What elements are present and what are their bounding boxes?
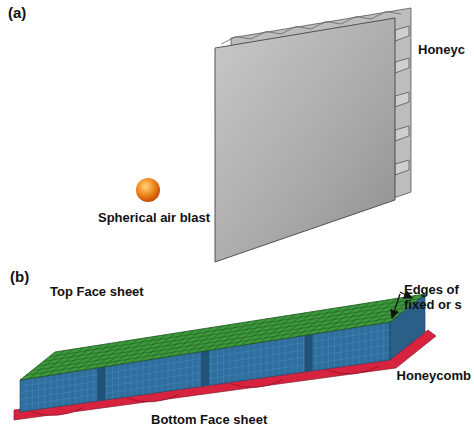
mesh-line xyxy=(334,331,335,368)
part-label: Top Face sheet xyxy=(50,284,144,299)
mesh-line xyxy=(248,344,249,380)
mesh-line xyxy=(26,379,27,411)
mesh-line xyxy=(229,347,230,382)
mesh-line xyxy=(254,343,255,379)
mesh-line xyxy=(124,364,125,398)
mesh-line xyxy=(32,378,33,410)
mesh-line xyxy=(328,332,329,369)
mesh-line xyxy=(63,373,64,406)
mesh-line xyxy=(143,361,144,395)
panel-letter: (a) xyxy=(8,4,26,21)
mesh-line xyxy=(81,370,82,403)
mesh-line xyxy=(94,368,95,401)
mesh-line xyxy=(353,328,354,365)
mesh-line xyxy=(223,348,224,383)
top-sheet-mesh xyxy=(26,295,419,378)
mesh-line xyxy=(43,303,413,361)
part-label: Edges of fixed or s xyxy=(404,282,472,312)
mesh-line xyxy=(322,333,323,370)
core-strip xyxy=(395,126,409,141)
core-strip xyxy=(395,58,409,73)
mesh-line xyxy=(297,337,298,374)
mesh-line xyxy=(180,355,181,390)
front-face-plate xyxy=(215,18,395,262)
mesh-line xyxy=(38,377,39,409)
mesh-line xyxy=(149,360,150,394)
mesh-line xyxy=(69,372,70,405)
mesh-line xyxy=(266,341,267,377)
mesh-line xyxy=(192,353,193,388)
mesh-line xyxy=(303,336,304,373)
mesh-line xyxy=(365,326,366,364)
mesh-line xyxy=(49,299,419,357)
mesh-line xyxy=(279,339,280,375)
mesh-line xyxy=(137,362,138,396)
mesh-line xyxy=(371,325,372,363)
mesh-line xyxy=(383,323,384,361)
mesh-line xyxy=(346,329,347,366)
top-face-sheet xyxy=(20,294,425,380)
mesh-line xyxy=(242,345,243,381)
leader-arrow xyxy=(392,294,400,318)
mesh-line xyxy=(174,356,175,391)
mesh-line xyxy=(217,349,218,384)
air-blast-sphere xyxy=(136,178,160,202)
cell-wall xyxy=(201,350,209,386)
mesh-line xyxy=(359,327,360,365)
mesh-line xyxy=(106,366,107,399)
cell-wall xyxy=(305,334,313,372)
part-label: Honeyc xyxy=(418,42,465,57)
mesh-line xyxy=(118,365,119,399)
mesh-line xyxy=(32,313,402,371)
mesh-line xyxy=(272,340,273,376)
mesh-line xyxy=(316,334,317,371)
mesh-line xyxy=(75,371,76,404)
mesh-line xyxy=(260,342,261,378)
mesh-line xyxy=(377,324,378,362)
part-label: Bottom Face sheet xyxy=(150,412,268,427)
mesh-line xyxy=(38,308,408,366)
mesh-line xyxy=(168,357,169,391)
core-strip xyxy=(395,26,409,41)
mesh-line xyxy=(50,375,51,408)
mesh-line xyxy=(235,346,236,382)
mesh-line xyxy=(26,317,396,375)
cell-wall xyxy=(97,366,105,400)
mesh-line xyxy=(211,350,212,385)
mesh-line xyxy=(198,352,199,387)
mesh-line xyxy=(340,330,341,367)
mesh-line xyxy=(155,359,156,393)
part-label: Honeycomb xyxy=(396,368,472,383)
mesh-line xyxy=(291,337,292,373)
mesh-line xyxy=(131,363,132,397)
mesh-line xyxy=(285,338,286,374)
mesh-line xyxy=(57,374,58,407)
mesh-line xyxy=(186,354,187,389)
fe-model xyxy=(14,294,436,420)
mesh-line xyxy=(161,358,162,392)
core-strip xyxy=(395,92,409,107)
panel-letter: (b) xyxy=(10,268,29,285)
mesh-line xyxy=(44,376,45,408)
core-strip xyxy=(395,160,409,175)
mesh-line xyxy=(87,369,88,402)
part-label: Spherical air blast xyxy=(98,210,210,225)
mesh-line xyxy=(112,366,113,400)
